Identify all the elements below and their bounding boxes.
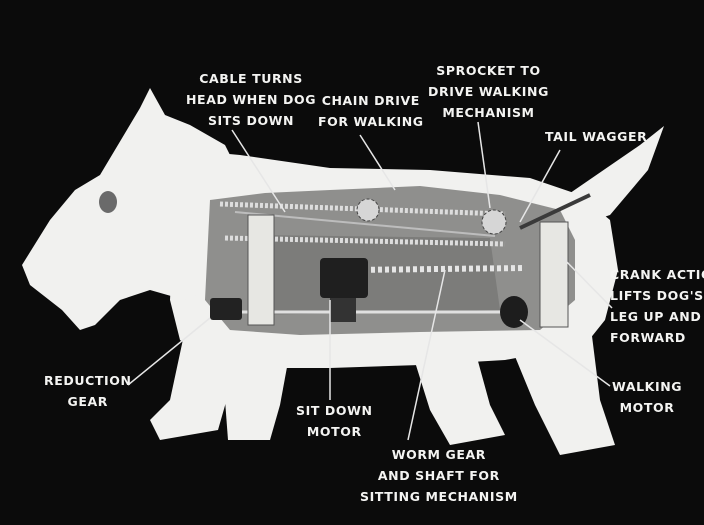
- label-line: TAIL WAGGER: [545, 126, 647, 147]
- label-line: HEAD WHEN DOG: [186, 89, 316, 110]
- label-line: AND SHAFT FOR: [360, 465, 518, 486]
- label-line: CABLE TURNS: [186, 68, 316, 89]
- label-line: REDUCTION: [44, 370, 132, 391]
- label-line: SPROCKET TO: [428, 60, 549, 81]
- label-line: CRANK ACTION: [610, 264, 704, 285]
- front-mount-plate: [248, 215, 274, 325]
- label-line: SIT DOWN: [296, 400, 373, 421]
- mechanism-cutaway: [205, 186, 590, 335]
- label-walking-motor: WALKING MOTOR: [612, 376, 682, 418]
- dog-eye: [99, 191, 117, 213]
- label-line: MOTOR: [612, 397, 682, 418]
- label-line: SITTING MECHANISM: [360, 486, 518, 507]
- label-line: DRIVE WALKING: [428, 81, 549, 102]
- label-crank-action: CRANK ACTION LIFTS DOG'S LEG UP AND FORW…: [610, 264, 704, 348]
- sit-down-motor: [320, 258, 368, 298]
- label-reduction-gear: REDUCTION GEAR: [44, 370, 132, 412]
- label-sit-down-motor: SIT DOWN MOTOR: [296, 400, 373, 442]
- label-cable-turns-head: CABLE TURNS HEAD WHEN DOG SITS DOWN: [186, 68, 316, 131]
- rear-mount-plate: [540, 222, 568, 327]
- label-line: LIFTS DOG'S: [610, 285, 704, 306]
- label-line: WALKING: [612, 376, 682, 397]
- label-chain-drive: CHAIN DRIVE FOR WALKING: [318, 90, 424, 132]
- label-line: MECHANISM: [428, 102, 549, 123]
- label-sprocket: SPROCKET TO DRIVE WALKING MECHANISM: [428, 60, 549, 123]
- label-worm-gear: WORM GEAR AND SHAFT FOR SITTING MECHANIS…: [360, 444, 518, 507]
- label-line: FORWARD: [610, 327, 704, 348]
- label-line: CHAIN DRIVE: [318, 90, 424, 111]
- label-line: MOTOR: [296, 421, 373, 442]
- label-line: WORM GEAR: [360, 444, 518, 465]
- label-line: LEG UP AND: [610, 306, 704, 327]
- reduction-gear: [210, 298, 242, 320]
- label-line: SITS DOWN: [186, 110, 316, 131]
- sprocket-gear: [357, 199, 379, 221]
- label-line: GEAR: [44, 391, 132, 412]
- label-tail-wagger: TAIL WAGGER: [545, 126, 647, 147]
- label-line: FOR WALKING: [318, 111, 424, 132]
